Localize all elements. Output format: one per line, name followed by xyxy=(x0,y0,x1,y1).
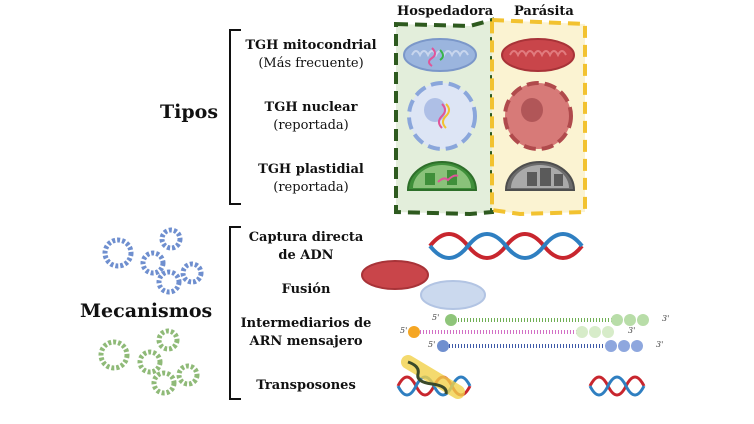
type-item-note: (reportada) xyxy=(273,118,349,133)
mechanism-item-line: de ADN xyxy=(278,248,334,263)
mrna-5prime-label-1: 5' xyxy=(432,313,440,322)
type-item-note: (reportada) xyxy=(273,180,349,195)
host-mitochondrion-icon xyxy=(403,38,477,72)
mechanism-item-line: ARN mensajero xyxy=(249,334,363,349)
fusion-mitochondria-icon xyxy=(361,260,486,310)
mrna-strands-icon xyxy=(408,314,649,352)
host-plastid-icon xyxy=(406,161,478,191)
parasite-column-header: Parásita xyxy=(514,4,574,19)
mechanisms-title: Mecanismos xyxy=(80,300,213,322)
types-title: Tipos xyxy=(160,101,219,123)
mechanism-item-fusion: Fusión xyxy=(236,281,376,299)
mechanism-item-line: Captura directa xyxy=(248,230,364,245)
types-bracket xyxy=(229,29,241,205)
mechanism-item-dna-capture: Captura directa de ADN xyxy=(236,229,376,265)
mrna-5prime-label-3: 5' xyxy=(428,340,436,349)
dna-helix-icon xyxy=(428,232,584,260)
mechanism-item-line: Fusión xyxy=(281,282,331,297)
mrna-5prime-label-2: 5' xyxy=(400,326,408,335)
mechanisms-bracket xyxy=(229,226,241,400)
mechanism-item-line: Transposones xyxy=(256,378,356,393)
type-item-mitochondrial: TGH mitocondrial (Más frecuente) xyxy=(236,37,386,73)
parasite-nucleus-icon xyxy=(503,81,573,151)
parasite-mitochondrion-icon xyxy=(501,38,575,72)
type-item-nuclear: TGH nuclear (reportada) xyxy=(236,99,386,135)
mechanism-item-transposons: Transposones xyxy=(236,377,376,395)
mechanism-item-line: Intermediarios de xyxy=(240,316,372,331)
host-nucleus-icon xyxy=(407,81,477,151)
type-item-name: TGH nuclear xyxy=(264,100,358,115)
type-item-name: TGH mitocondrial xyxy=(245,38,377,53)
type-item-note: (Más frecuente) xyxy=(258,56,364,71)
mechanism-item-mrna: Intermediarios de ARN mensajero xyxy=(236,315,376,351)
mrna-3prime-label-2: 3' xyxy=(628,326,636,335)
mrna-3prime-label-3: 3' xyxy=(656,340,664,349)
type-item-plastid: TGH plastidial (reportada) xyxy=(236,161,386,197)
blue-gears-icon xyxy=(102,227,204,295)
mrna-3prime-label-1: 3' xyxy=(662,314,670,323)
parasite-plastid-icon xyxy=(504,161,576,191)
host-column-header: Hospedadora xyxy=(397,4,494,19)
transposon-dna-icon xyxy=(396,355,646,399)
type-item-name: TGH plastidial xyxy=(258,162,364,177)
green-gears-icon xyxy=(98,328,200,396)
